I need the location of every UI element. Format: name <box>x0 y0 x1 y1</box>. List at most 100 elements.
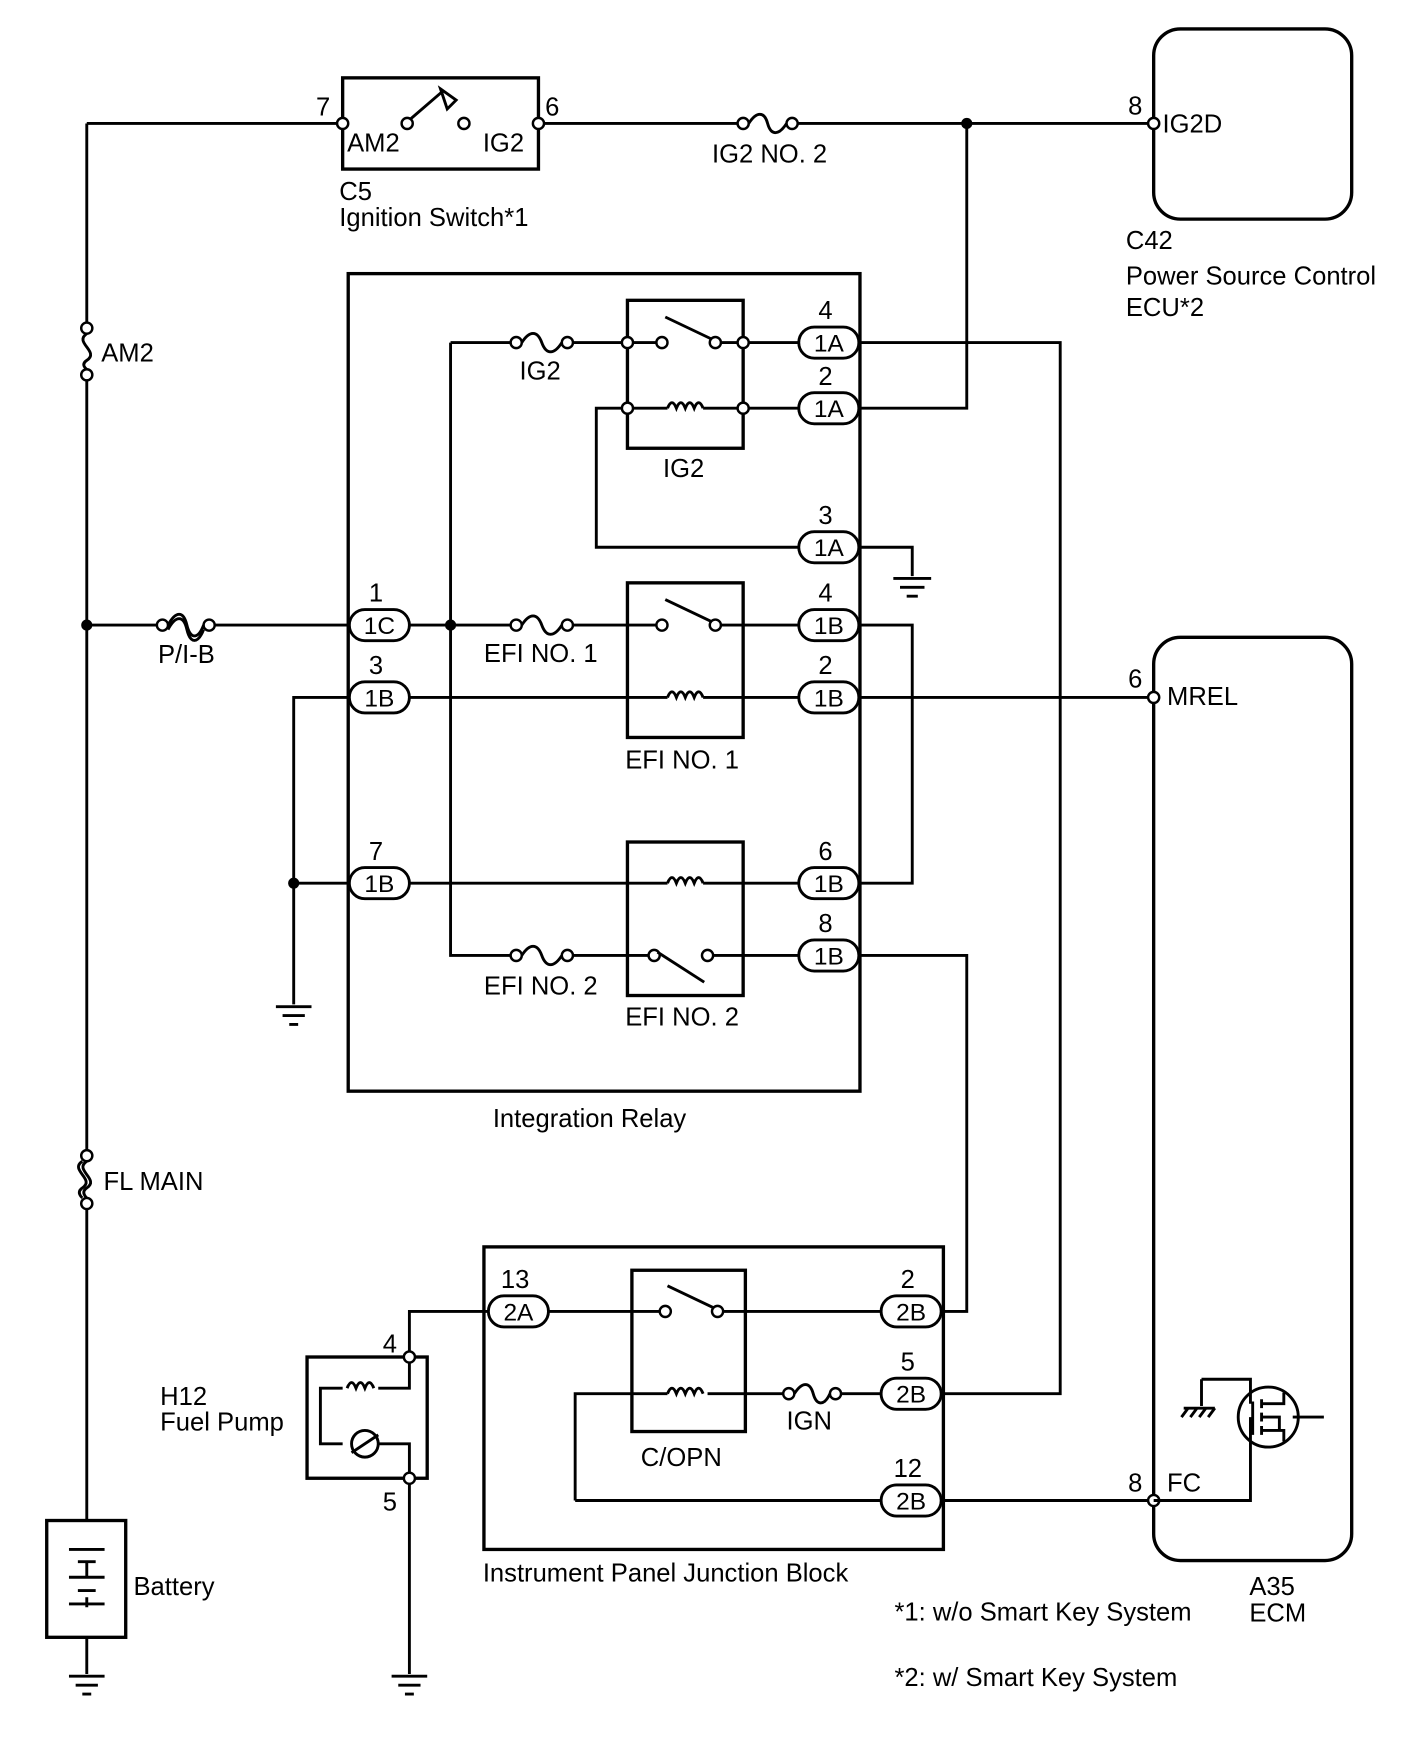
wire-internal-vertical <box>449 342 655 957</box>
ig2-relay: IG2 <box>620 298 750 483</box>
connector-body <box>797 391 861 426</box>
battery: Battery <box>45 1518 215 1639</box>
ecm-name: ECM <box>1249 1600 1306 1628</box>
connector-pin-number: 4 <box>818 297 832 325</box>
connector-l1c-1: 1C1 <box>347 580 411 643</box>
footnote-1: *1: w/o Smart Key System <box>894 1599 1191 1627</box>
fuse-ig2no2-label: IG2 NO. 2 <box>712 140 827 168</box>
wire-copn-coil <box>573 1392 882 1501</box>
ignition-pin-left: 7 <box>316 94 330 122</box>
connector-body <box>879 1294 943 1329</box>
ground-icon <box>391 1674 428 1696</box>
connector-body <box>347 866 411 901</box>
wire-left-ground-bus <box>292 695 350 1005</box>
connector-l1b-3: 1B3 <box>347 652 411 715</box>
connector-code: 1A <box>814 330 845 357</box>
connector-r1a-2: 1A2 <box>797 363 861 426</box>
ecm-fc-label: FC <box>1167 1470 1201 1498</box>
fuse-pib-label: P/I-B <box>158 641 215 669</box>
connector-r2b-5: 2B5 <box>879 1348 943 1411</box>
fuel-pump-name: Fuel Pump <box>160 1408 284 1436</box>
fuse-flmain-symbol <box>77 1148 94 1211</box>
connector-body <box>797 938 861 973</box>
ground-icon <box>893 576 932 598</box>
connector-code: 1A <box>814 535 845 562</box>
fuse-am2-symbol <box>79 321 94 382</box>
fuel-pump-pin-bottom: 5 <box>383 1489 397 1517</box>
fuse-flmain-label: FL MAIN <box>103 1168 203 1196</box>
fuse-am2-label: AM2 <box>101 340 154 368</box>
motor-icon <box>350 1428 380 1459</box>
ecu-name-line1: Power Source Control <box>1126 263 1376 291</box>
ignition-terminal-ig2: IG2 <box>483 129 524 157</box>
ecm-fc-pin: 8 <box>1128 1470 1142 1498</box>
chassis-ground-icon <box>1180 1379 1217 1418</box>
ign-fuse-label: IGN <box>787 1407 832 1435</box>
connector-pin-number: 7 <box>369 838 383 866</box>
wire-1a4-to-2b5 <box>859 341 1062 1396</box>
efi2-relay-label: EFI NO. 2 <box>625 1004 739 1032</box>
connector-body <box>347 680 411 715</box>
ecm-mrel-pin: 6 <box>1128 665 1142 693</box>
ground-icon <box>275 1005 312 1026</box>
connector-r1b-6: 1B6 <box>797 838 861 901</box>
connector-code: 1B <box>364 871 394 898</box>
transistor-icon <box>1201 1377 1324 1449</box>
connector-pin-number: 4 <box>818 580 832 608</box>
ecm: 6 MREL 8 FC A35 ECM <box>1128 635 1354 1628</box>
battery-icon <box>68 1547 105 1608</box>
ground-icon <box>68 1674 105 1696</box>
efi1-relay-label: EFI NO. 1 <box>625 747 739 775</box>
connector-code: 1A <box>814 396 845 423</box>
ecm-id: A35 <box>1249 1573 1295 1601</box>
connector-pin-number: 2 <box>901 1266 915 1294</box>
connector-r2b-2: 2B2 <box>879 1266 943 1329</box>
fuse-ign-symbol <box>781 1383 843 1405</box>
wires <box>85 122 1150 1675</box>
connector-body <box>486 1294 550 1329</box>
fuse-symbols <box>77 112 843 1405</box>
power-source-control-ecu: 8 IG2D C42 Power Source Control ECU*2 <box>1126 27 1376 322</box>
junction-dots <box>81 117 973 889</box>
connector-code: 1C <box>364 613 395 640</box>
ecu-name-line2: ECU*2 <box>1126 294 1204 322</box>
connector-r1b-2: 1B2 <box>797 652 861 715</box>
connector-code: 1B <box>814 871 844 898</box>
efi2-relay: EFI NO. 2 <box>625 840 745 1032</box>
ecu-terminal-ig2d: IG2D <box>1163 110 1223 138</box>
connector-pin-number: 13 <box>501 1266 529 1294</box>
ecm-mrel-label: MREL <box>1167 683 1238 711</box>
ignition-switch-id: C5 <box>339 178 372 206</box>
instrument-panel-junction-block: Instrument Panel Junction Block C/OPN IG… <box>482 1245 946 1588</box>
fuel-pump-id: H12 <box>160 1383 207 1411</box>
fuse-pib-symbol <box>155 612 216 642</box>
wire-ig2-drop <box>859 123 969 410</box>
connector-body <box>797 608 861 643</box>
connector-l1b-7: 1B7 <box>347 838 411 901</box>
ig2-fuse-label: IG2 <box>520 357 561 385</box>
connector-body <box>797 680 861 715</box>
efi1-relay: EFI NO. 1 <box>625 581 745 775</box>
efi2-fuse-label: EFI NO. 2 <box>484 972 598 1000</box>
integration-relay: Integration Relay IG2 EFI NO. 1 EFI NO. … <box>346 271 862 1133</box>
connector-code: 1B <box>814 685 844 712</box>
ecu-pin: 8 <box>1128 93 1142 121</box>
connector-body <box>797 866 861 901</box>
connector-code: 2B <box>896 1488 926 1515</box>
wire-1b8-to-2b2 <box>859 954 969 1313</box>
connector-pin-number: 8 <box>818 910 832 938</box>
connector-pin-number: 3 <box>818 502 832 530</box>
wire-pump-top <box>407 1309 489 1358</box>
wire-relay-ground <box>859 545 914 577</box>
connector-code: 2A <box>503 1299 534 1326</box>
connector-pin-number: 5 <box>901 1348 915 1376</box>
connector-r1b-4: 1B4 <box>797 580 861 643</box>
fuse-efi1-internal-symbol <box>509 614 575 636</box>
ignition-switch-name: Ignition Switch*1 <box>339 204 528 232</box>
ecu-id: C42 <box>1126 227 1173 255</box>
copn-relay: C/OPN <box>630 1268 748 1472</box>
connector-pin-number: 2 <box>818 363 832 391</box>
wire-ig2-coil-ground <box>594 406 799 549</box>
